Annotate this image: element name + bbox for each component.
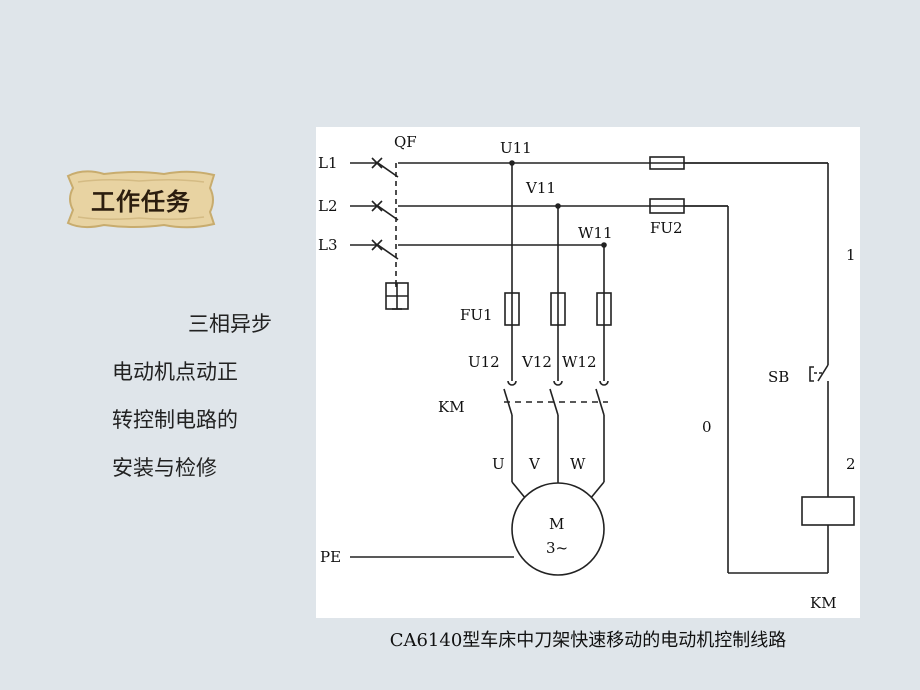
phase-conductors: [509, 160, 607, 295]
label-u: U: [492, 455, 505, 473]
label-node-1: 1: [846, 246, 856, 264]
label-node-0: 0: [702, 418, 712, 436]
contactor-km-coil: [801, 496, 855, 526]
circuit-diagram-panel: L1 L2 L3 QF U11 V11 W11 FU2 FU1 U12 V12 …: [316, 127, 860, 618]
circuit-diagram: L1 L2 L3 QF U11 V11 W11 FU2 FU1 U12 V12 …: [318, 133, 856, 612]
description-line-1: 三相异步: [188, 312, 272, 336]
label-w11: W11: [578, 224, 613, 242]
label-motor-m: M: [549, 515, 564, 533]
label-km-coil: KM: [810, 594, 837, 612]
scroll-banner-shape: [66, 170, 216, 229]
description-line-2: 电动机点动正: [112, 360, 238, 384]
section-banner: 工作任务: [64, 166, 218, 232]
label-qf: QF: [394, 133, 417, 151]
description-line-3: 转控制电路的: [112, 408, 238, 432]
label-w12: W12: [562, 353, 597, 371]
incoming-lines: [350, 157, 383, 251]
label-l1: L1: [318, 154, 338, 172]
label-node-2: 2: [846, 455, 856, 473]
banner-title: 工作任务: [91, 187, 191, 216]
contactor-km-main: [503, 380, 609, 482]
label-sb: SB: [768, 368, 789, 386]
fuse-fu2: [649, 156, 685, 214]
diagram-caption: CA6140型车床中刀架快速移动的电动机控制线路: [389, 630, 787, 651]
label-w: W: [570, 455, 586, 473]
label-v12: V12: [521, 353, 552, 371]
label-u12: U12: [468, 353, 500, 371]
label-pe: PE: [320, 548, 341, 566]
label-v11: V11: [525, 179, 556, 197]
label-km-main: KM: [438, 398, 465, 416]
description-line-4: 安装与检修: [112, 456, 217, 480]
control-circuit: [684, 162, 829, 574]
busbars: [398, 162, 828, 246]
fuse-fu1: [504, 292, 612, 381]
label-l3: L3: [318, 236, 338, 254]
task-description: 三相异步 电动机点动正 转控制电路的 安装与检修: [112, 300, 272, 492]
motor-m: [350, 481, 605, 576]
label-l2: L2: [318, 197, 338, 215]
breaker-qf: [377, 162, 409, 310]
label-motor-3phase: 3~: [546, 539, 568, 557]
label-v: V: [528, 455, 541, 473]
label-fu2: FU2: [650, 219, 683, 237]
label-fu1: FU1: [460, 306, 493, 324]
pushbutton-sb: [809, 364, 829, 497]
label-u11: U11: [500, 139, 532, 157]
